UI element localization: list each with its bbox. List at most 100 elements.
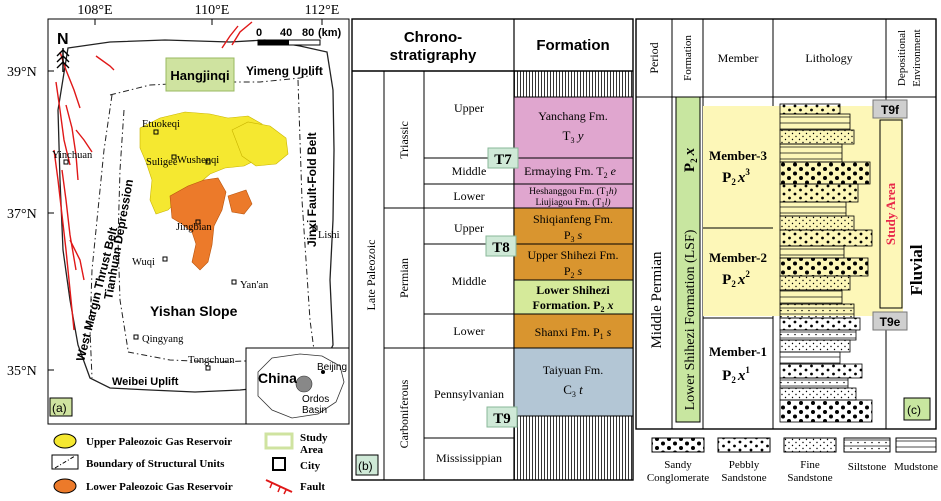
svg-text:Heshanggou Fm. (T1h): Heshanggou Fm. (T1h): [529, 186, 617, 198]
svg-text:Area: Area: [300, 444, 324, 456]
scale-bar: 0 40 80 (km): [256, 27, 342, 46]
svg-text:Mudstone: Mudstone: [894, 461, 938, 473]
svg-text:Basin: Basin: [302, 405, 327, 416]
formation-lower-shihezi: [513, 279, 634, 315]
column-panel: Period Formation Member Lithology Deposi…: [635, 18, 937, 430]
epoch-pennsylvanian: Pennsylvanian: [434, 387, 504, 401]
lat-tick-39: 39°N: [7, 65, 37, 80]
city-labels: Etuokeqi Suligee Wushenqi Yinchuan Jingb…: [52, 119, 340, 371]
label-hangjinqi: Hangjinqi: [170, 68, 229, 83]
svg-text:Sandstone: Sandstone: [787, 472, 832, 484]
epoch-tri-middle: Middle: [452, 164, 487, 178]
north-arrow-icon: [56, 48, 70, 72]
marker-t8: T8: [492, 240, 510, 256]
svg-text:Ermaying Fm. T2 e: Ermaying Fm. T2 e: [524, 164, 616, 180]
svg-text:Shanxi Fm. P1 s: Shanxi Fm. P1 s: [535, 325, 612, 341]
epoch-mississippian: Mississippian: [436, 451, 502, 465]
marker-t9e: T9e: [880, 315, 901, 329]
formation-lsf-symbol: P2x: [682, 147, 699, 172]
header-period: Period: [647, 42, 661, 73]
lat-tick-37: 37°N: [7, 207, 37, 222]
label-yishan-slope: Yishan Slope: [150, 303, 238, 319]
svg-text:Upper Shihezi Fm.: Upper Shihezi Fm.: [528, 248, 619, 262]
svg-text:Study: Study: [300, 432, 328, 444]
china-inset-map: China Beijing Ordos Basin: [245, 347, 350, 425]
lithology-legend: Sandy Conglomerate Pebbly Sandstone Fine…: [647, 437, 938, 484]
svg-text:(km): (km): [318, 27, 342, 39]
header-formation: Formation: [536, 37, 609, 54]
svg-text:China: China: [258, 370, 297, 386]
svg-text:Conglomerate: Conglomerate: [647, 472, 709, 484]
study-area-bar: [879, 119, 903, 309]
svg-text:Siltstone: Siltstone: [848, 461, 887, 473]
header-chrono-1: Chrono-: [404, 29, 462, 46]
marker-t9: T9: [493, 411, 511, 427]
member-3-name: Member-3: [709, 148, 767, 163]
svg-text:0: 0: [256, 27, 262, 39]
chrono-panel: Chrono- stratigraphy Formation Late Pale…: [351, 18, 634, 481]
formation-lsf-label: Lower Shihezi Formation (LSF): [683, 229, 698, 410]
study-area-label: Study Area: [883, 182, 898, 245]
label-yimeng-uplift: Yimeng Uplift: [246, 64, 323, 78]
svg-text:Etuokeqi: Etuokeqi: [142, 119, 180, 130]
svg-text:T3 y: T3 y: [563, 128, 584, 145]
map-panel: 108°E 110°E 112°E 39°N 37°N 35°N: [7, 3, 350, 495]
svg-text:Beijing: Beijing: [317, 362, 347, 373]
era-late-paleozoic: Late Paleozoic: [364, 240, 378, 311]
svg-text:80: 80: [302, 27, 314, 39]
period-middle-permian: Middle Permian: [649, 251, 665, 349]
panel-label-c: (c): [907, 403, 921, 417]
svg-text:City: City: [300, 460, 321, 472]
svg-text:Yinchuan: Yinchuan: [52, 150, 93, 161]
lon-tick-108: 108°E: [77, 3, 112, 18]
svg-text:Tongchuan: Tongchuan: [188, 355, 235, 366]
header-env-1: Depositional: [896, 30, 908, 86]
epoch-perm-lower: Lower: [453, 324, 484, 338]
period-carboniferous: Carboniferous: [397, 379, 411, 448]
svg-text:Lower Paleozoic Gas Reservoir: Lower Paleozoic Gas Reservoir: [86, 481, 233, 493]
svg-text:Lishi: Lishi: [318, 230, 340, 241]
formation-taiyuan: [513, 347, 634, 417]
header-member: Member: [718, 51, 759, 65]
panel-label-b: (b): [358, 459, 373, 473]
lon-tick-110: 110°E: [195, 3, 230, 18]
svg-text:Sandstone: Sandstone: [721, 472, 766, 484]
svg-text:Pebbly: Pebbly: [729, 459, 760, 471]
environment-fluvial: Fluvial: [907, 244, 926, 295]
formation-shanxi: [513, 313, 634, 349]
epoch-tri-upper: Upper: [454, 101, 484, 115]
formation-yanchang: [513, 96, 634, 159]
svg-text:P3 s: P3 s: [564, 228, 583, 244]
label-weibei-uplift: Weibei Uplift: [112, 376, 179, 388]
svg-text:Yanchang Fm.: Yanchang Fm.: [538, 109, 607, 123]
svg-text:Suligee: Suligee: [146, 157, 178, 168]
svg-text:Ordos: Ordos: [302, 394, 329, 405]
label-jinxi-belt: Jinxi Fault-Fold Belt: [305, 132, 319, 247]
svg-text:Formation. P2 x: Formation. P2 x: [533, 298, 614, 314]
svg-text:40: 40: [280, 27, 292, 39]
panel-label-a: (a): [52, 401, 67, 415]
epoch-perm-middle: Middle: [452, 274, 487, 288]
svg-text:P2 s: P2 s: [564, 264, 583, 280]
svg-text:Fine: Fine: [800, 459, 820, 471]
north-arrow-label: N: [57, 31, 69, 48]
svg-text:Wushenqi: Wushenqi: [177, 155, 219, 166]
svg-text:Liujiagou Fm. (T1l): Liujiagou Fm. (T1l): [535, 197, 610, 209]
marker-t9f: T9f: [881, 103, 900, 117]
header-chrono-2: stratigraphy: [390, 47, 477, 64]
svg-text:Boundary of Structural Units: Boundary of Structural Units: [86, 458, 225, 470]
member-1-name: Member-1: [709, 344, 767, 359]
svg-text:Sandy: Sandy: [664, 459, 692, 471]
hangjinqi-study-area: [165, 57, 235, 92]
svg-text:Yan'an: Yan'an: [240, 280, 269, 291]
epoch-tri-lower: Lower: [453, 189, 484, 203]
header-env-2: Environment: [911, 29, 923, 86]
svg-text:C3 t: C3 t: [563, 382, 583, 399]
svg-text:Wuqi: Wuqi: [132, 257, 155, 268]
lat-tick-35: 35°N: [7, 364, 37, 379]
period-permian: Permian: [397, 258, 411, 298]
epoch-perm-upper: Upper: [454, 221, 484, 235]
